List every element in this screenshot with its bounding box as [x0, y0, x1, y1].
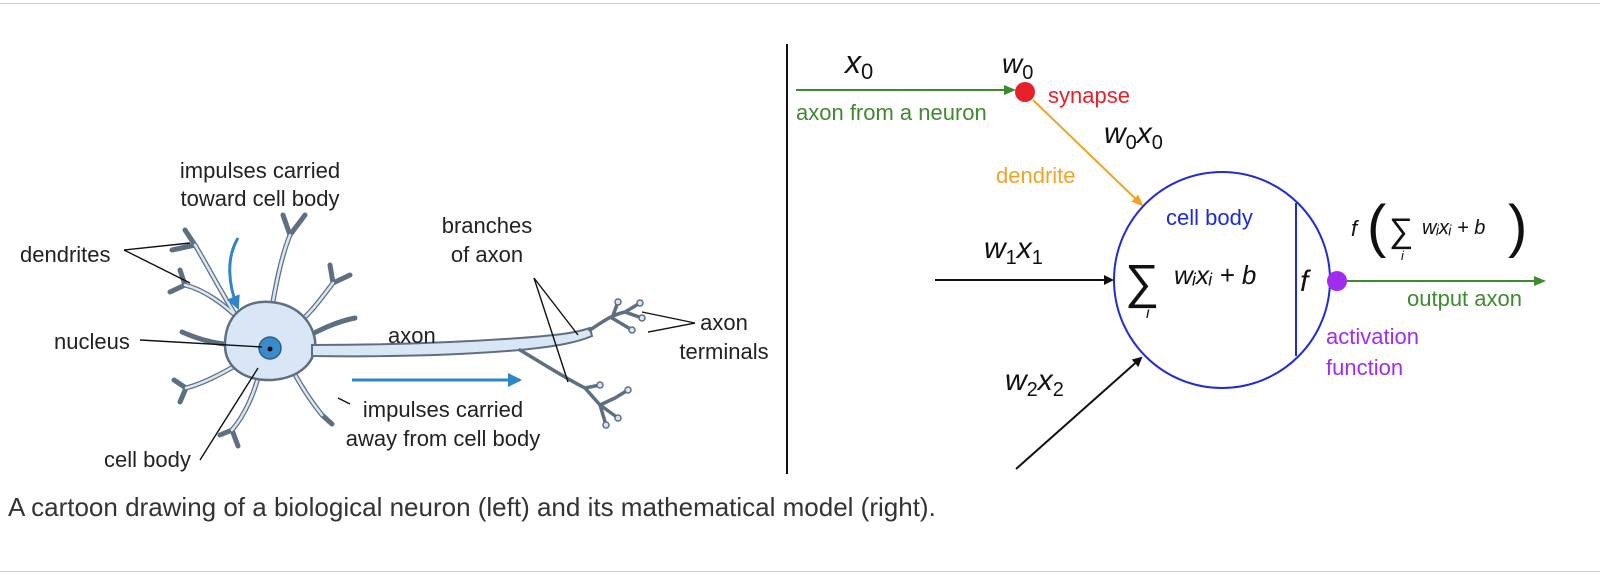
- axon-terminal-bulbs: [596, 298, 646, 429]
- label-dendrite: dendrite: [996, 163, 1076, 188]
- out-sum-sign: ∑: [1389, 212, 1413, 250]
- toward-cell-body-arrow: [226, 237, 240, 310]
- label-nucleus: nucleus: [54, 329, 130, 354]
- output-dot: [1327, 271, 1347, 291]
- label-axon: axon: [388, 323, 436, 348]
- label-synapse: synapse: [1048, 83, 1130, 108]
- mathematical-model: x0 w0 synapse axon from a neuron w0x0 de…: [796, 44, 1546, 470]
- neuron-axon: [311, 326, 594, 358]
- label-activation-2: function: [1326, 355, 1403, 380]
- dendrite-line: [1032, 99, 1144, 207]
- activation-f: f: [1300, 265, 1311, 298]
- out-expression: wᵢxᵢ + b: [1422, 217, 1485, 239]
- label-w2x2: w2x2: [1005, 364, 1064, 401]
- label-terminals-1: axon: [700, 310, 748, 335]
- pointer-lines: [123, 242, 696, 461]
- label-branches-2: of axon: [451, 242, 523, 267]
- label-branches-1: branches: [442, 213, 533, 238]
- label-impulses-away-1: impulses carried: [363, 397, 523, 422]
- axon-terminal-branches: [518, 300, 644, 427]
- label-axon-from-neuron: axon from a neuron: [796, 100, 987, 125]
- label-w0: w0: [1002, 48, 1033, 84]
- label-cell-body-right: cell body: [1166, 205, 1253, 230]
- label-w0x0: w0x0: [1104, 117, 1163, 154]
- synapse-dot: [1015, 82, 1035, 102]
- label-terminals-2: terminals: [679, 339, 768, 364]
- nucleolus-dot: [267, 346, 273, 352]
- label-w1x1: w1x1: [984, 232, 1043, 269]
- label-cell-body-left: cell body: [104, 447, 191, 472]
- sum-index: i: [1146, 305, 1150, 322]
- sum-expression: wᵢxᵢ + b: [1174, 260, 1256, 290]
- label-dendrites: dendrites: [20, 242, 111, 267]
- out-sum-index: i: [1401, 248, 1405, 263]
- figure-caption: A cartoon drawing of a biological neuron…: [8, 492, 936, 522]
- bottom-rule: [0, 571, 1600, 572]
- input-w2x2-arrow: [1015, 356, 1143, 470]
- top-rule: [0, 3, 1600, 4]
- biological-neuron: impulses carried toward cell body dendri…: [20, 158, 769, 472]
- label-output-axon: output axon: [1407, 286, 1522, 311]
- out-f: f: [1351, 216, 1360, 241]
- sum-sign: ∑: [1125, 256, 1159, 309]
- out-close-paren: ): [1508, 194, 1527, 259]
- out-open-paren: (: [1367, 194, 1386, 259]
- label-impulses-toward-2: toward cell body: [181, 186, 340, 211]
- label-impulses-toward-1: impulses carried: [180, 158, 340, 183]
- label-x0: x0: [843, 44, 873, 84]
- label-impulses-away-2: away from cell body: [346, 426, 540, 451]
- label-activation-1: activation: [1326, 324, 1419, 349]
